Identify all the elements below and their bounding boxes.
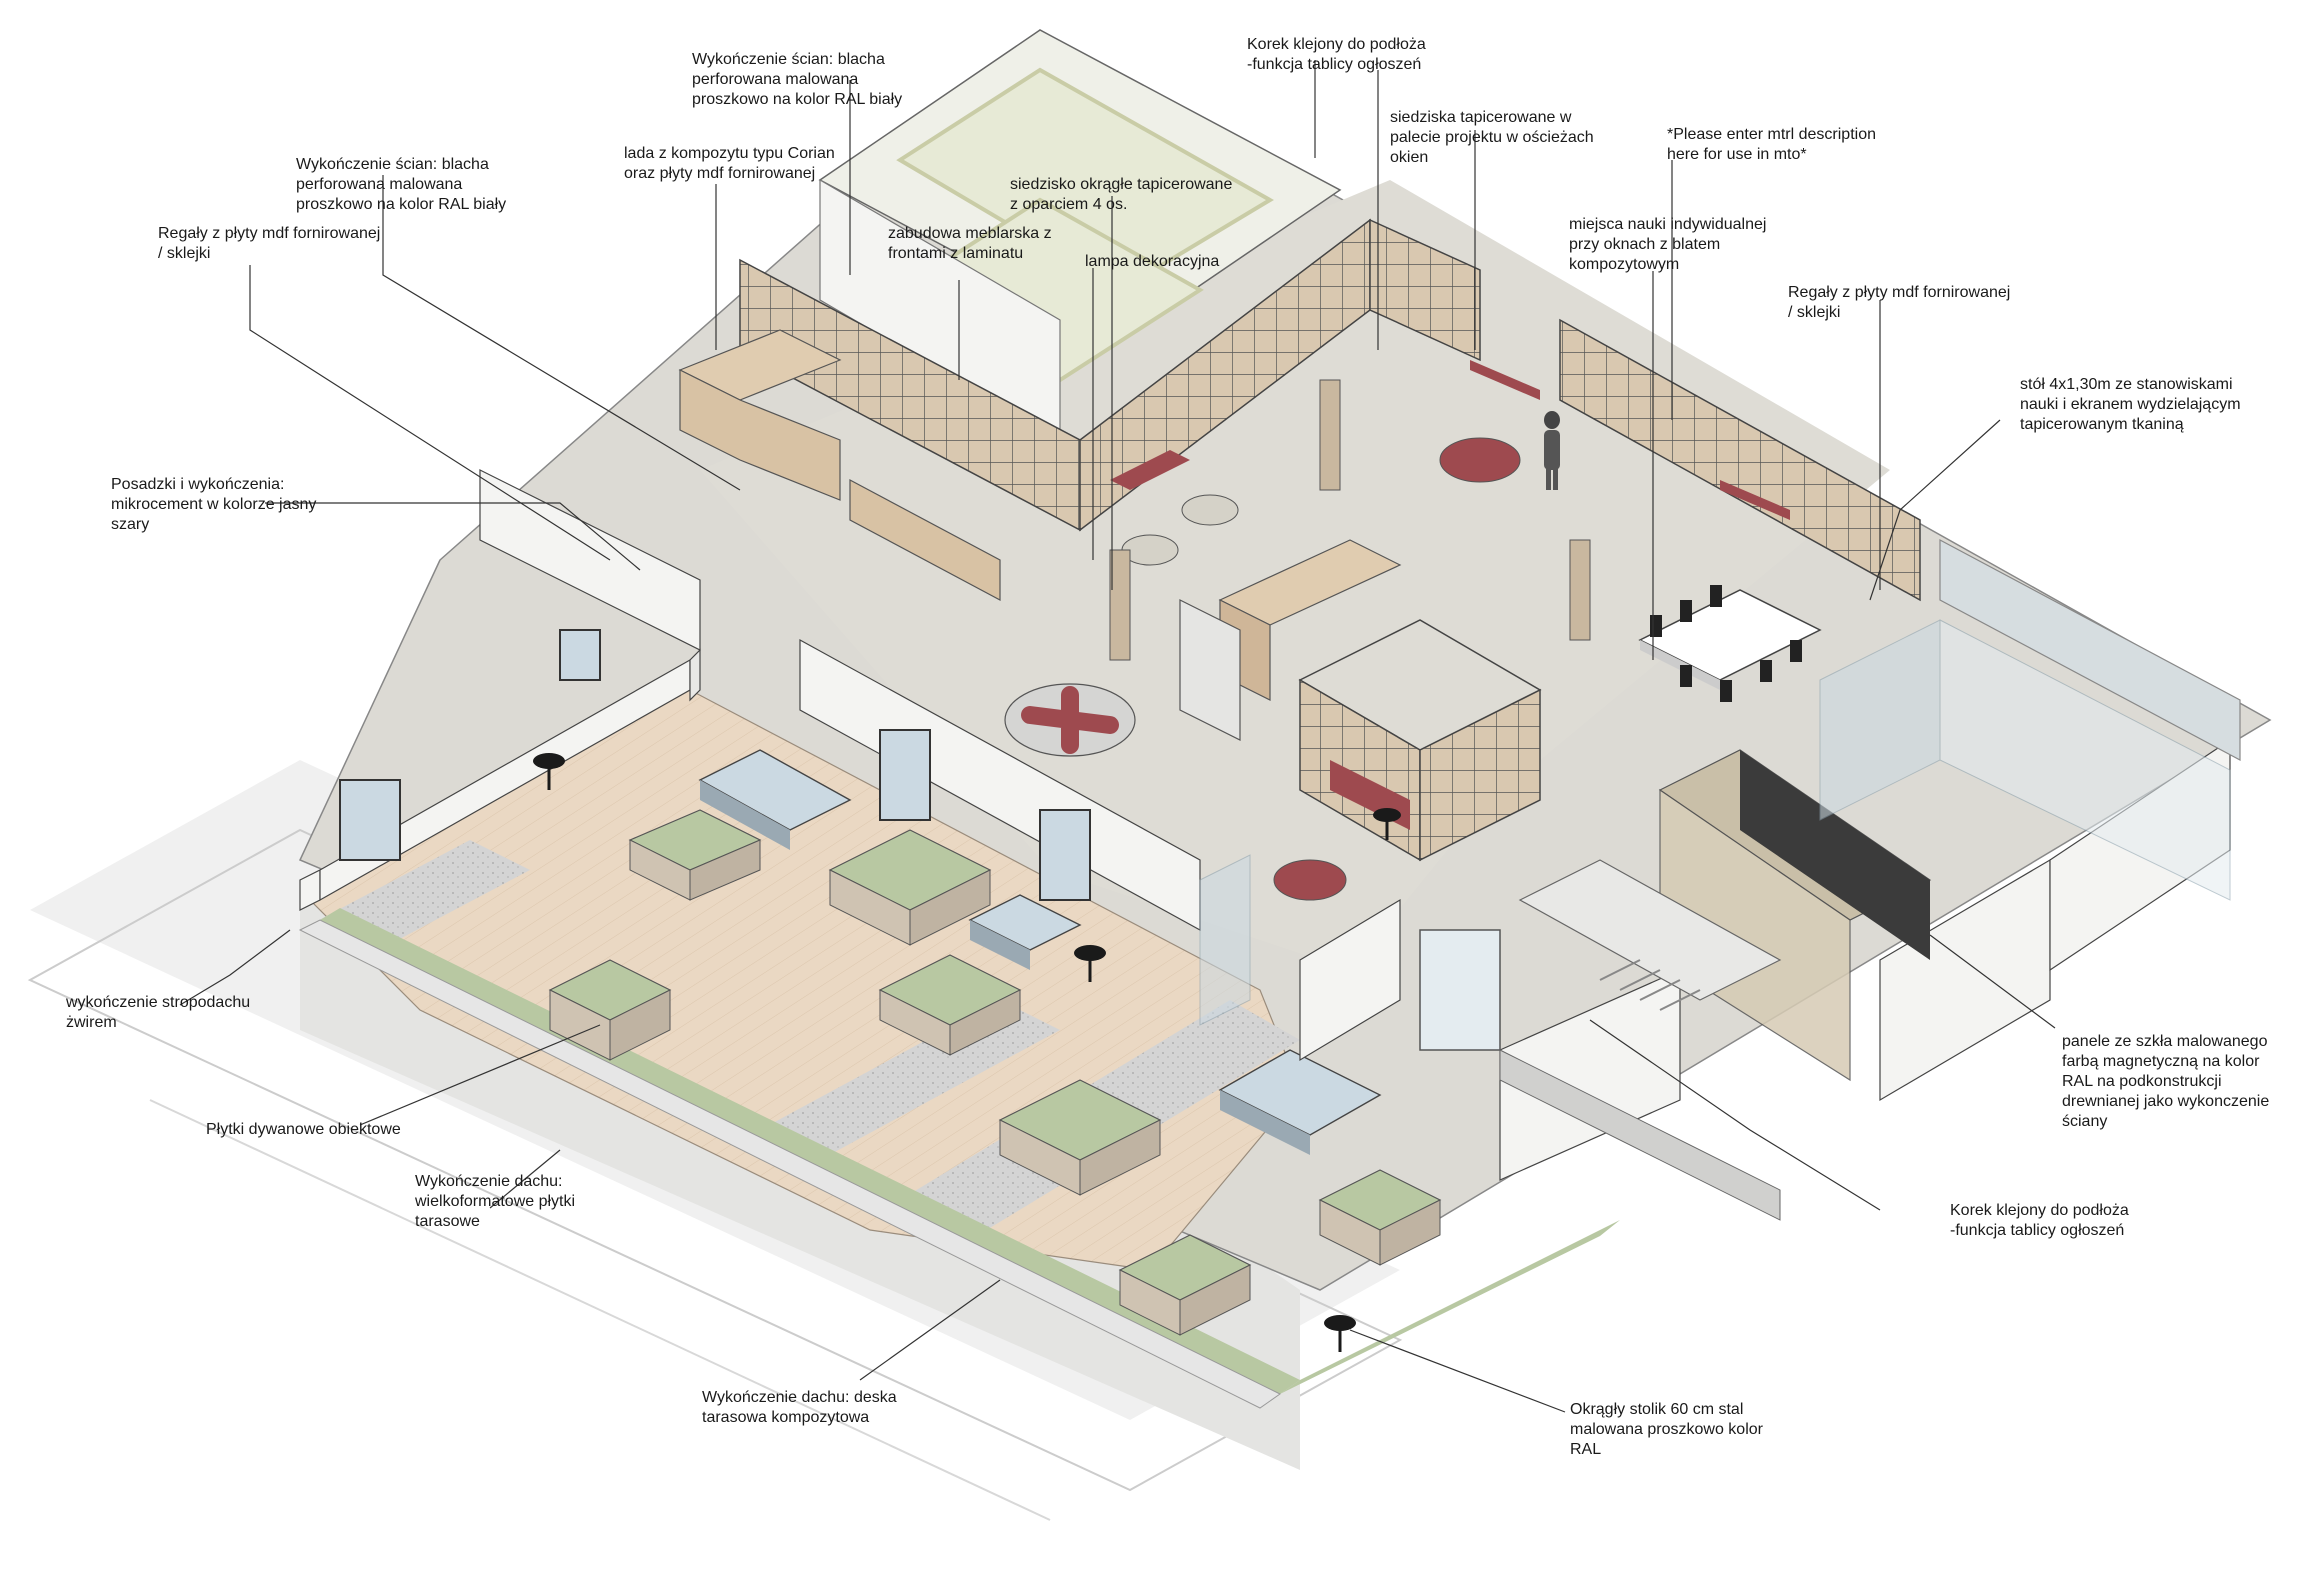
label-flat-roof: wykończenie stropodachu żwirem: [66, 994, 251, 1031]
label-shelves-right: Regały z płyty mdf fornirowanej / sklejk…: [1788, 284, 2011, 321]
person-figure: [1544, 411, 1560, 490]
glass-skylights: [698, 749, 1382, 1155]
label-wall-finish-left: Wykończenie ścian: blacha perforowana ma…: [296, 156, 507, 213]
planter-box: [998, 1079, 1162, 1196]
skylight: [968, 894, 1082, 970]
label-study-places: miejsca nauki indywidualnej przy oknach …: [1569, 216, 1767, 273]
label-joinery: zabudowa meblarska z frontami z laminatu: [888, 225, 1052, 262]
stair-core: [1499, 859, 1782, 1221]
planter-box: [1318, 1169, 1442, 1266]
label-table: stół 4x1,30m ze stanowiskami nauki i ekr…: [2020, 376, 2241, 433]
planter-box: [628, 809, 762, 901]
skylight: [1218, 1049, 1382, 1155]
round-table: [1324, 1315, 1356, 1352]
label-deck: Wykończenie dachu: deska tarasowa kompoz…: [702, 1389, 897, 1426]
conference-table: [1638, 585, 1822, 702]
label-lamp: lampa dekoracyjna: [1085, 253, 1220, 270]
meeting-room: [1658, 749, 1932, 1082]
label-glass-panels: panele ze szkła malowanego farbą magnety…: [2062, 1033, 2270, 1130]
label-round-table: Okrągły stolik 60 cm stal malowana prosz…: [1570, 1401, 1763, 1458]
label-roof-tiles: Wykończenie dachu: wielkoformatowe płytk…: [415, 1173, 576, 1230]
round-table: [533, 753, 565, 790]
columns: [1109, 379, 1591, 661]
planter-box: [548, 959, 672, 1061]
screen-partition: [1179, 599, 1241, 741]
round-table: [1074, 945, 1106, 982]
label-counter: lada z kompozytu typu Corian oraz płyty …: [624, 145, 835, 182]
label-carpet: Płytki dywanowe obiektowe: [206, 1121, 401, 1138]
label-cork-top: Korek klejony do podłoża -funkcja tablic…: [1247, 36, 1426, 73]
planter-boxes: [548, 809, 1442, 1336]
label-floors: Posadzki i wykończenia: mikrocement w ko…: [111, 476, 317, 533]
label-shelves-left: Regały z płyty mdf fornirowanej / sklejk…: [158, 225, 381, 262]
glass-partitions: [1199, 619, 2231, 1026]
leader-lines: [179, 60, 2056, 1413]
round-tables: [533, 753, 1401, 1352]
shelving-walls: [739, 218, 2241, 761]
label-round-seat: siedzisko okrągłe tapicerowane z oparcie…: [1010, 176, 1233, 213]
label-upholstered-seats: siedziska tapicerowane w palecie projekt…: [1390, 109, 1594, 166]
round-table: [1373, 808, 1401, 840]
planter-box: [878, 954, 1022, 1056]
seating: [1004, 437, 1521, 901]
label-mto-placeholder: *Please enter mtrl description here for …: [1667, 126, 1876, 163]
windows: [339, 629, 1501, 1051]
skylight: [698, 749, 852, 850]
counters: [678, 329, 1402, 701]
window-seats: [1110, 360, 1790, 520]
label-wall-finish-top: Wykończenie ścian: blacha perforowana ma…: [692, 51, 903, 108]
planter-box: [828, 829, 992, 946]
planter-box: [1118, 1234, 1252, 1336]
label-cork-bottom: Korek klejony do podłoża -funkcja tablic…: [1950, 1202, 2129, 1239]
